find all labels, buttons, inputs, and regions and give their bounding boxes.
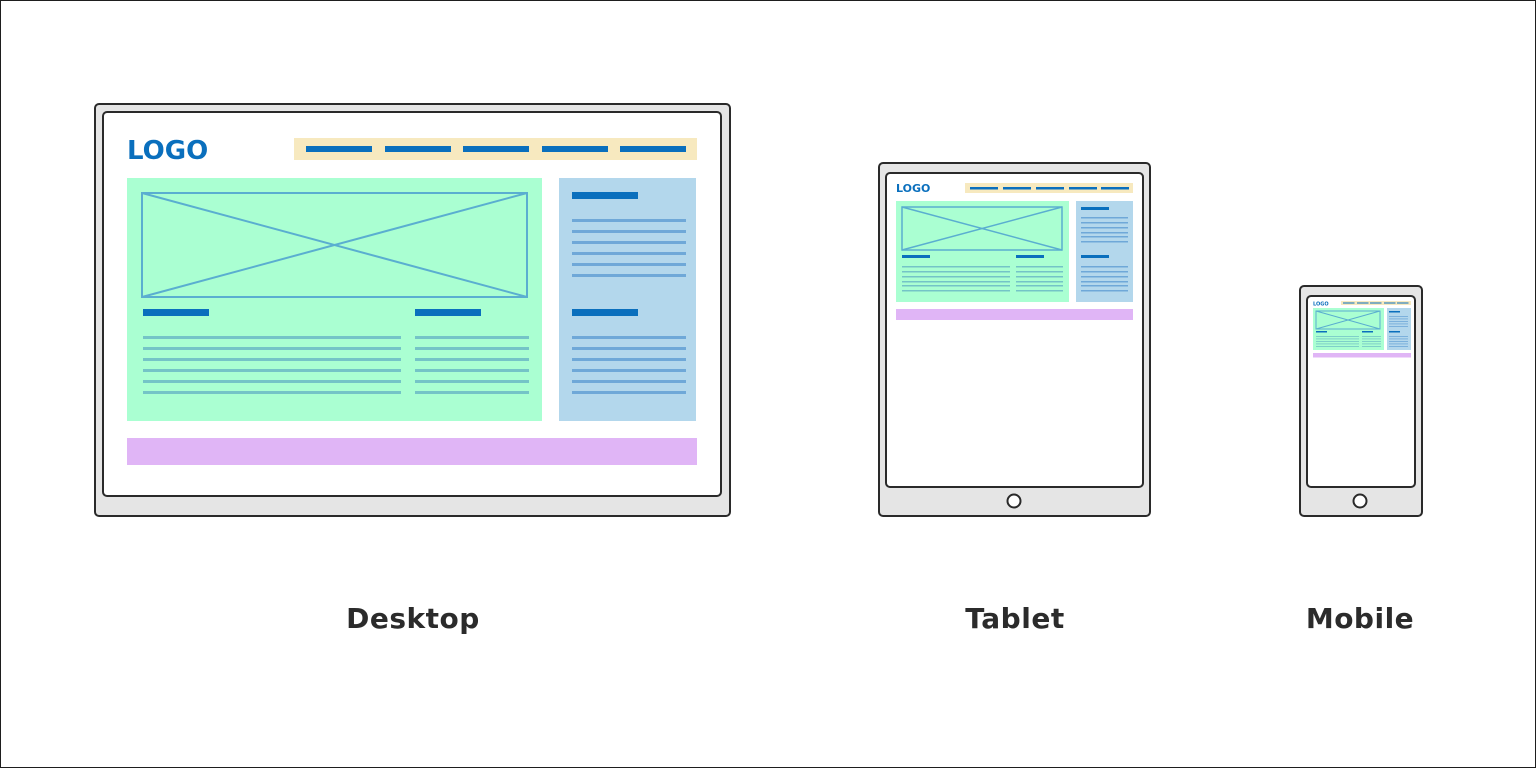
tablet-label: Tablet — [965, 602, 1065, 635]
tablet-nav-items — [970, 187, 1129, 190]
tablet-content-text-lines — [902, 266, 1063, 292]
tablet-nav-item — [1003, 187, 1031, 190]
mobile-label: Mobile — [1305, 602, 1415, 635]
tablet-device: LOGO — [878, 162, 1151, 517]
desktop-sidebar-heading — [572, 309, 638, 316]
mobile-device: LOGO — [1299, 285, 1423, 517]
tablet-image-placeholder — [901, 206, 1063, 251]
mobile-image-placeholder — [1315, 310, 1381, 330]
mobile-sidebar-heading — [1389, 311, 1400, 313]
mobile-content-heading — [1362, 331, 1373, 333]
tablet-nav-item — [970, 187, 998, 190]
tablet-content-heading — [1016, 255, 1044, 258]
tablet-sidebar-heading — [1081, 207, 1109, 210]
tablet-nav-item — [1036, 187, 1064, 190]
tablet-sidebar-heading — [1081, 255, 1109, 258]
tablet-nav-item — [1101, 187, 1129, 190]
mobile-sidebar — [1387, 308, 1411, 350]
mobile-content-text-lines — [1316, 336, 1381, 347]
mobile-sidebar-heading — [1389, 331, 1400, 333]
desktop-nav-item — [542, 146, 608, 152]
tablet-content-area — [896, 201, 1069, 302]
desktop-label: Desktop — [346, 602, 480, 635]
mobile-logo: LOGO — [1313, 302, 1329, 308]
mobile-nav-item — [1343, 302, 1355, 304]
desktop-sidebar-heading — [572, 192, 638, 199]
tablet-sidebar-text-lines — [1081, 217, 1128, 292]
desktop-logo: LOGO — [127, 136, 208, 166]
mobile-nav-items — [1343, 302, 1409, 304]
tablet-home-button — [1006, 493, 1022, 509]
desktop-nav-item — [306, 146, 372, 152]
mobile-home-button — [1352, 493, 1368, 509]
desktop-content-area — [127, 178, 542, 421]
mobile-nav-item — [1370, 302, 1382, 304]
desktop-nav-item — [620, 146, 686, 152]
tablet-logo: LOGO — [896, 182, 930, 195]
mobile-nav-item — [1384, 302, 1396, 304]
desktop-nav-item — [385, 146, 451, 152]
desktop-nav-item — [463, 146, 529, 152]
desktop-device: LOGO — [94, 103, 731, 517]
desktop-nav-items — [306, 146, 686, 152]
desktop-content-heading — [415, 309, 481, 316]
tablet-footer — [896, 309, 1133, 320]
mobile-footer — [1313, 353, 1411, 358]
desktop-sidebar — [559, 178, 696, 421]
mobile-sidebar-text-lines — [1389, 316, 1408, 347]
desktop-sidebar-text-lines — [572, 219, 686, 394]
mobile-nav-item — [1357, 302, 1369, 304]
mobile-nav-item — [1397, 302, 1409, 304]
mobile-content-heading — [1316, 331, 1327, 333]
tablet-sidebar — [1076, 201, 1133, 302]
desktop-content-text-lines — [143, 336, 529, 394]
desktop-image-placeholder — [141, 192, 528, 298]
desktop-footer — [127, 438, 697, 465]
desktop-content-heading — [143, 309, 209, 316]
tablet-nav-item — [1069, 187, 1097, 190]
tablet-content-heading — [902, 255, 930, 258]
